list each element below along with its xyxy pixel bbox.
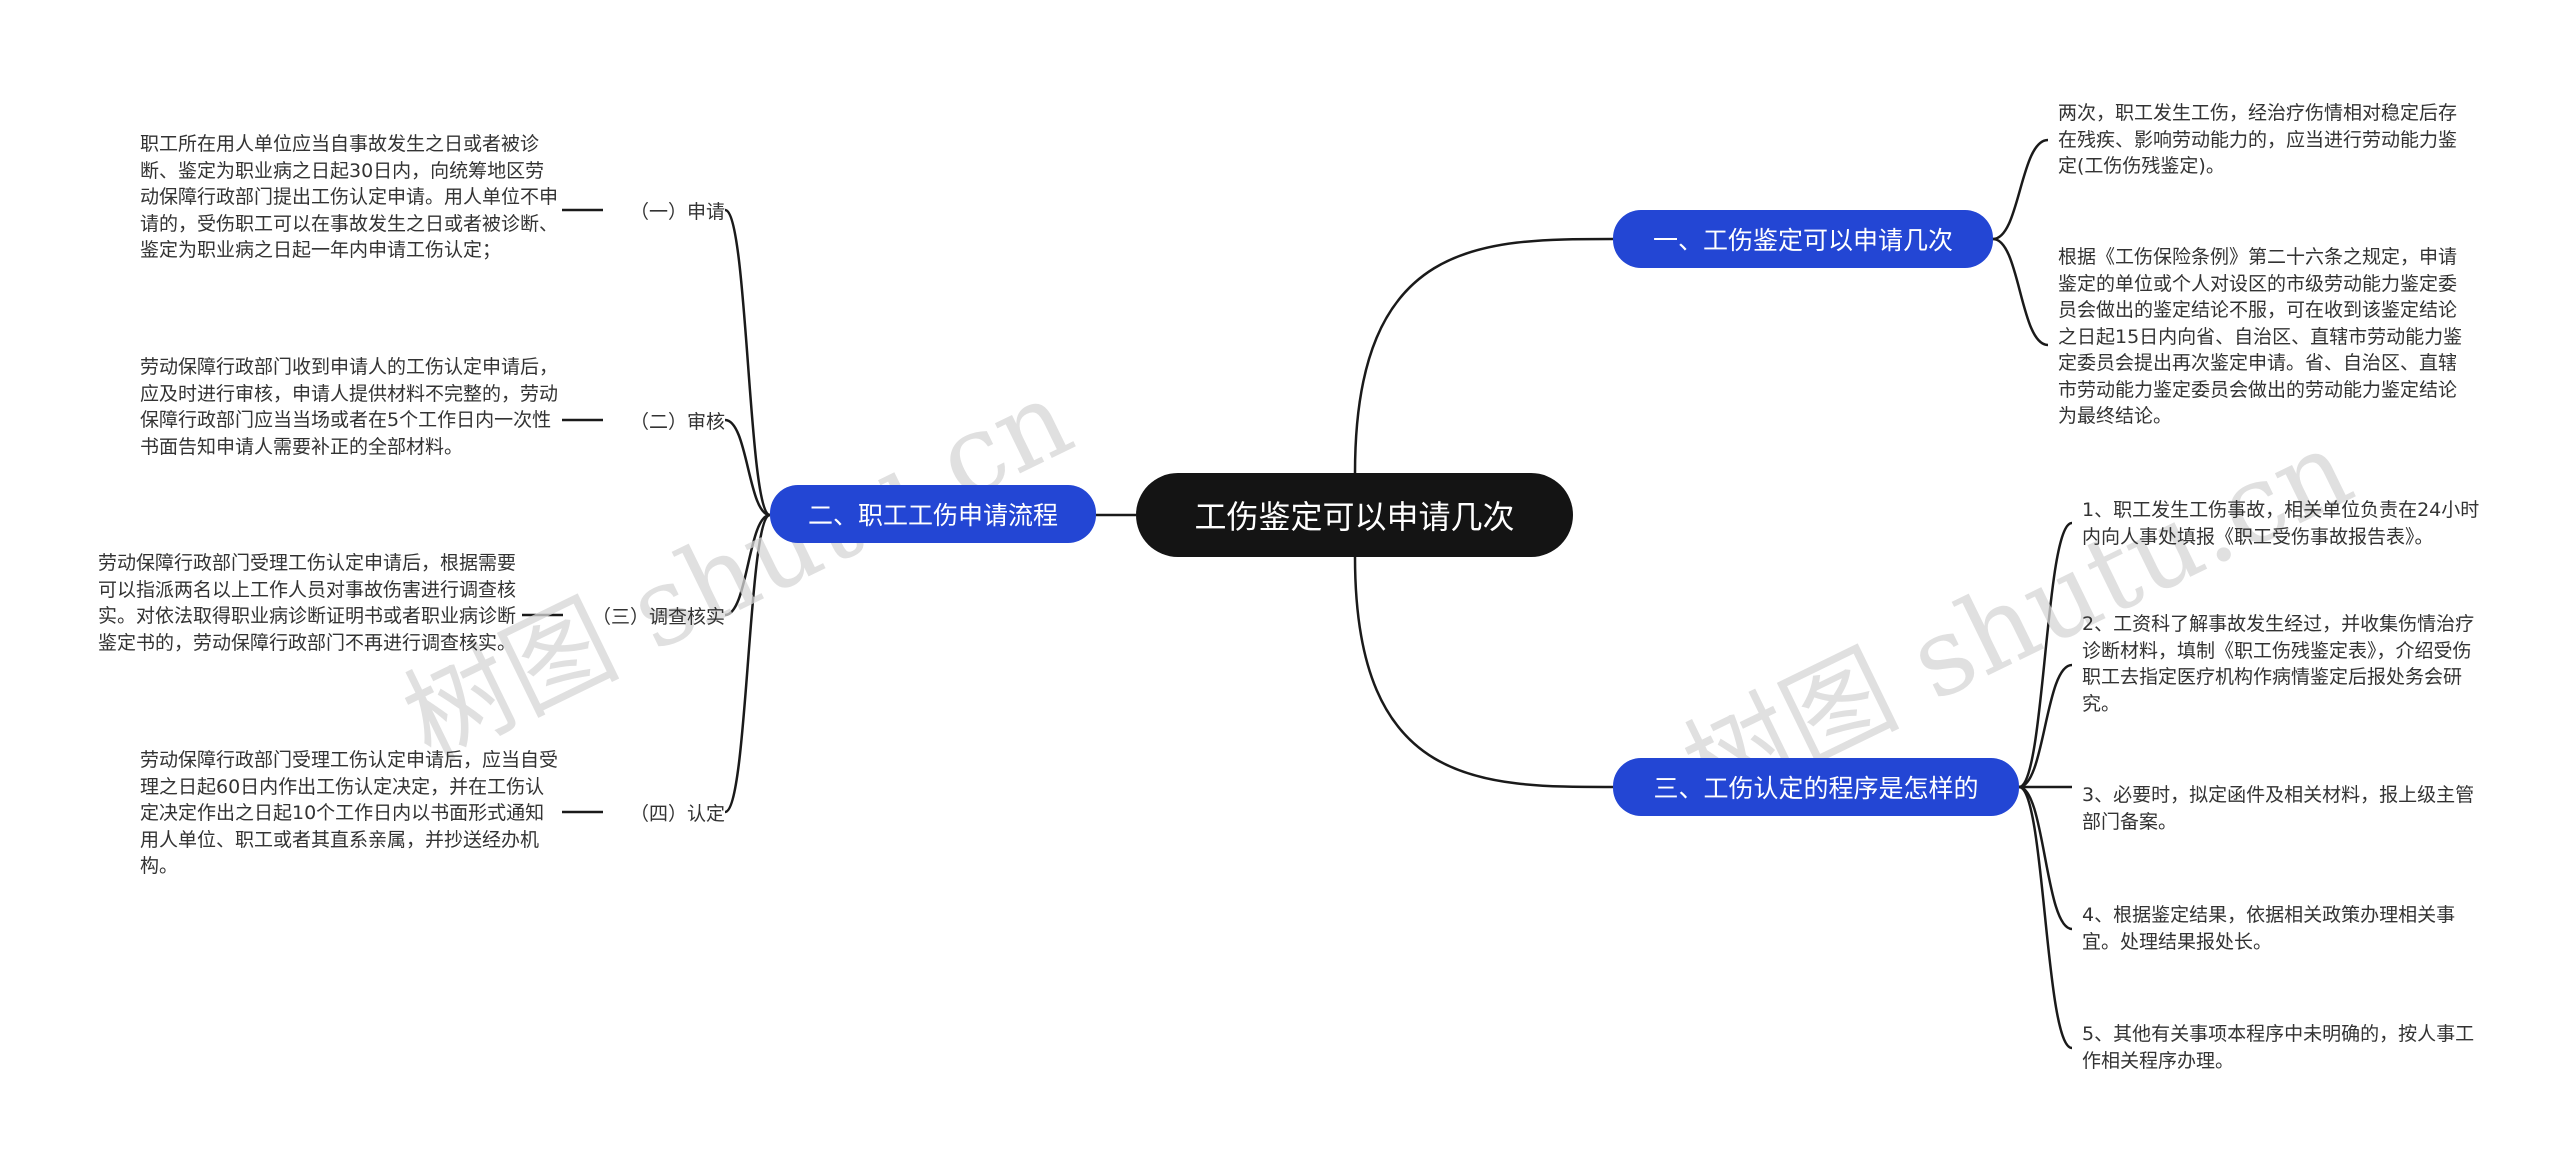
sub-leaf-review[interactable]: 劳动保障行政部门收到申请人的工伤认定申请后，应及时进行审核，申请人提供材料不完整… [140, 356, 559, 458]
link-branch-three-leaf-2 [2018, 663, 2073, 789]
link-branch-two-sub-3 [724, 513, 771, 617]
sub-leaf-determine[interactable]: 劳动保障行政部门受理工伤认定申请后，应当自受理之日起60日内作出工伤认定决定，并… [140, 749, 559, 877]
branch-three-leaf-2[interactable]: 2、工资科了解事故发生经过，并收集伤情治疗诊断材料，填制《职工伤残鉴定表》，介绍… [2082, 613, 2475, 715]
link-root-branch-one [1353, 237, 1614, 474]
link-branch-two-sub-2 [724, 418, 771, 517]
link-branch-one-leaf-2 [1992, 237, 2049, 347]
link-branch-three-leaf-4 [2018, 785, 2073, 931]
branch-one-node[interactable]: 一、工伤鉴定可以申请几次 [1613, 210, 1993, 268]
sub-node-investigate[interactable]: （三）调查核实 [591, 605, 725, 628]
link-root-branch-three [1353, 556, 1614, 789]
link-branch-two-sub-1 [724, 208, 771, 517]
branch-one-leaf-2[interactable]: 根据《工伤保险条例》第二十六条之规定，申请鉴定的单位或个人对设区的市级劳动能力鉴… [2058, 246, 2463, 427]
branch-two-node[interactable]: 二、职工工伤申请流程 [770, 485, 1096, 543]
branch-three-leaf-1[interactable]: 1、职工发生工伤事故，相关单位负责在24小时内向人事处填报《职工受伤事故报告表》… [2082, 499, 2480, 548]
sub-leaf-apply[interactable]: 职工所在用人单位应当自事故发生之日或者被诊断、鉴定为职业病之日起30日内，向统筹… [140, 133, 559, 261]
branch-three-node[interactable]: 三、工伤认定的程序是怎样的 [1613, 758, 2019, 816]
sub-node-apply[interactable]: （一）申请 [629, 200, 725, 223]
link-branch-one-leaf-1 [1992, 138, 2049, 241]
sub-node-determine[interactable]: （四）认定 [629, 802, 725, 825]
link-branch-three-leaf-1 [2018, 521, 2073, 789]
branch-one-leaf-1[interactable]: 两次，职工发生工伤，经治疗伤情相对稳定后存在残疾、影响劳动能力的，应当进行劳动能… [2058, 102, 2458, 177]
sub-node-review[interactable]: （二）审核 [629, 410, 725, 433]
branch-three-leaf-3[interactable]: 3、必要时，拟定函件及相关材料，报上级主管部门备案。 [2082, 784, 2475, 833]
branch-three-leaf-4[interactable]: 4、根据鉴定结果，依据相关政策办理相关事宜。处理结果报处长。 [2082, 904, 2456, 953]
link-branch-three-leaf-5 [2018, 785, 2073, 1050]
branch-three-leaf-5[interactable]: 5、其他有关事项本程序中未明确的，按人事工作相关程序办理。 [2082, 1023, 2475, 1072]
root-node[interactable]: 工伤鉴定可以申请几次 [1136, 473, 1573, 557]
link-branch-two-sub-4 [724, 513, 771, 814]
sub-leaf-investigate[interactable]: 劳动保障行政部门受理工伤认定申请后，根据需要可以指派两名以上工作人员对事故伤害进… [98, 552, 517, 654]
